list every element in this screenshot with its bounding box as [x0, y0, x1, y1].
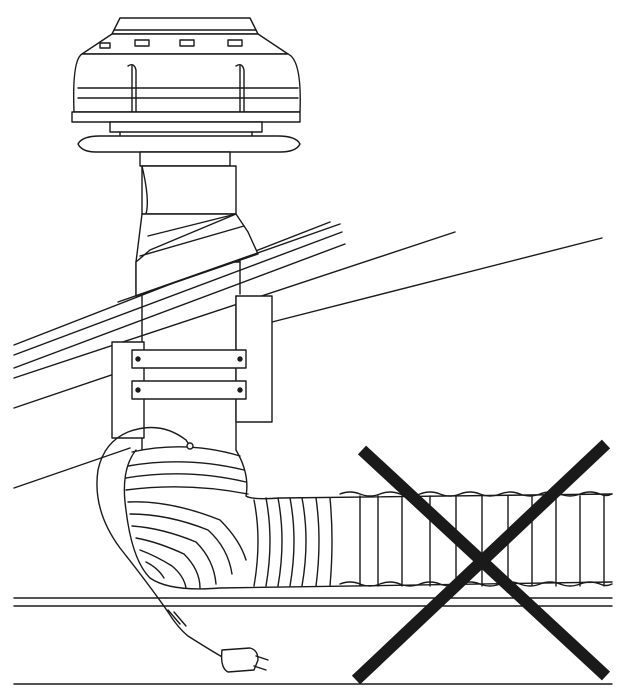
- roof-sheeting: [13, 221, 603, 489]
- duct-adaptor: [117, 165, 341, 303]
- flexible-duct: [123, 446, 613, 590]
- ceiling-lines: [13, 597, 613, 685]
- power-plug: [220, 647, 269, 673]
- duct-pipe: [141, 295, 237, 451]
- incorrect-cross-mark: [351, 439, 611, 685]
- power-cord: [96, 426, 225, 659]
- mounting-bracket: [111, 295, 273, 439]
- roof-fan-unit: [71, 17, 301, 167]
